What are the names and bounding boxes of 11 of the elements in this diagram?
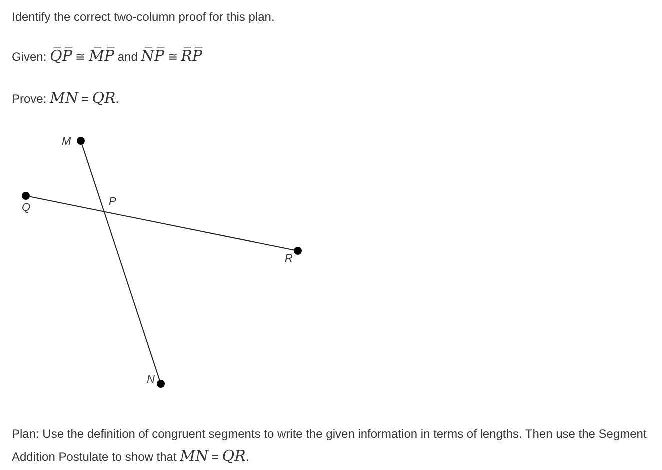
statement-text: Prove: MN = QR. <box>12 88 120 109</box>
point-label: P <box>109 197 116 208</box>
statement-text: Given: Q̅P̅ ≅ M̅P̅ and N̅P̅ ≅ R̅P̅ <box>12 46 204 67</box>
point-label: M <box>62 137 72 148</box>
line-segment <box>82 144 160 381</box>
point-label: N <box>147 375 155 386</box>
point-label: Q <box>22 203 31 214</box>
point-label: R <box>285 254 293 265</box>
question-text: Identify the correct two-column proof for this plan. <box>12 9 275 26</box>
line-segment <box>29 196 295 251</box>
statement-text: Plan: Use the definition of congruent segments to write the given information in terms of lengths. Then use the Segment Addition Postulate to show that MN = QR. <box>12 426 648 467</box>
